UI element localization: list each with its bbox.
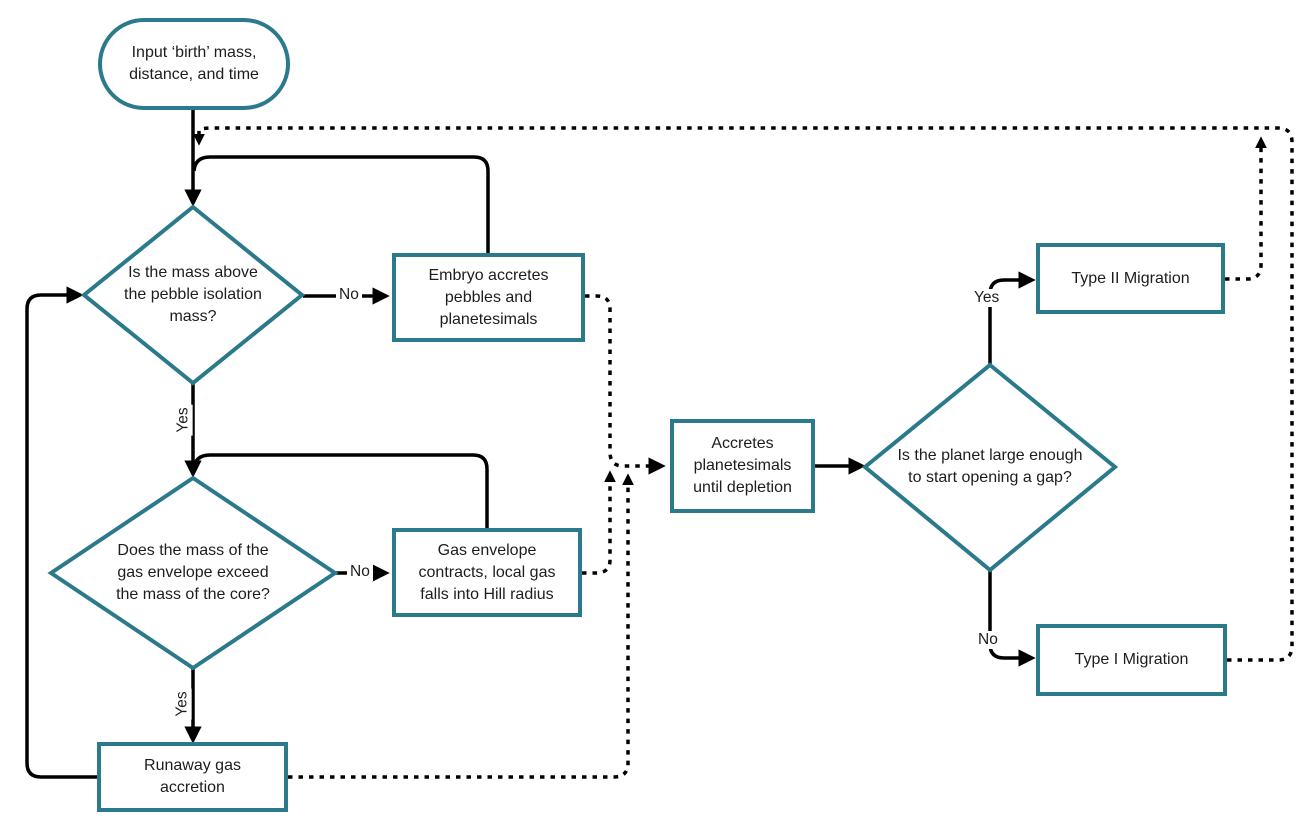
node-type-i-migration: Type I Migration xyxy=(1036,624,1227,696)
edge-runaway-loop-to-pebble-check xyxy=(25,286,97,779)
edge-label-envelope-no: No xyxy=(347,563,373,581)
edge-label-gap-no: No xyxy=(975,631,1001,649)
edge-label-pebble-yes: Yes xyxy=(174,404,193,436)
node-runaway-gas-accretion-label: Runaway gas accretion xyxy=(144,757,241,796)
edge-embryo-loop-back xyxy=(192,155,490,253)
edge-label-envelope-yes: Yes xyxy=(173,688,192,720)
edge-label-pebble-no: No xyxy=(336,286,362,304)
node-accretes-planetesimals: Accretes planetesimals until depletion xyxy=(670,419,815,513)
decision-pebble-isolation-label: Is the mass above the pebble isolation m… xyxy=(124,264,262,325)
decision-gap-opening-label: Is the planet large enough to start open… xyxy=(897,447,1083,486)
decision-pebble-isolation: Is the mass above the pebble isolation m… xyxy=(113,237,273,353)
node-embryo-accretes-label: Embryo accretes pebbles and planetesimal… xyxy=(428,266,549,328)
edge-typeII-join-return xyxy=(1225,136,1267,281)
node-input: Input ‘birth’ mass, distance, and time xyxy=(98,18,290,110)
decision-pebble-isolation-shape xyxy=(80,204,306,386)
node-accretes-planetesimals-label: Accretes planetesimals until depletion xyxy=(693,435,792,496)
node-gas-envelope-contracts-label: Gas envelope contracts, local gas falls … xyxy=(418,541,556,603)
decision-gap-opening-shape xyxy=(861,362,1119,573)
decision-gas-envelope-label: Does the mass of the gas envelope exceed… xyxy=(116,542,270,603)
edge-typeI-return-loop xyxy=(193,126,1294,662)
node-embryo-accretes: Embryo accretes pebbles and planetesimal… xyxy=(392,253,585,342)
edge-runaway-to-accretes xyxy=(288,473,634,779)
edge-gas-loop-back xyxy=(192,453,489,528)
edge-embryo-to-accretes xyxy=(585,294,666,475)
edge-label-gap-yes: Yes xyxy=(971,289,1003,307)
node-type-ii-migration-label: Type II Migration xyxy=(1071,269,1190,287)
decision-gas-envelope: Does the mass of the gas envelope exceed… xyxy=(100,510,286,636)
node-input-label: Input ‘birth’ mass, distance, and time xyxy=(129,44,259,83)
edge-gas-to-accretes xyxy=(582,470,616,575)
node-type-ii-migration: Type II Migration xyxy=(1036,243,1225,314)
node-runaway-gas-accretion: Runaway gas accretion xyxy=(97,742,288,812)
decision-gas-envelope-shape xyxy=(47,475,339,671)
node-gas-envelope-contracts: Gas envelope contracts, local gas falls … xyxy=(392,528,582,617)
node-type-i-migration-label: Type I Migration xyxy=(1074,651,1189,668)
decision-gap-opening: Is the planet large enough to start open… xyxy=(890,425,1090,509)
